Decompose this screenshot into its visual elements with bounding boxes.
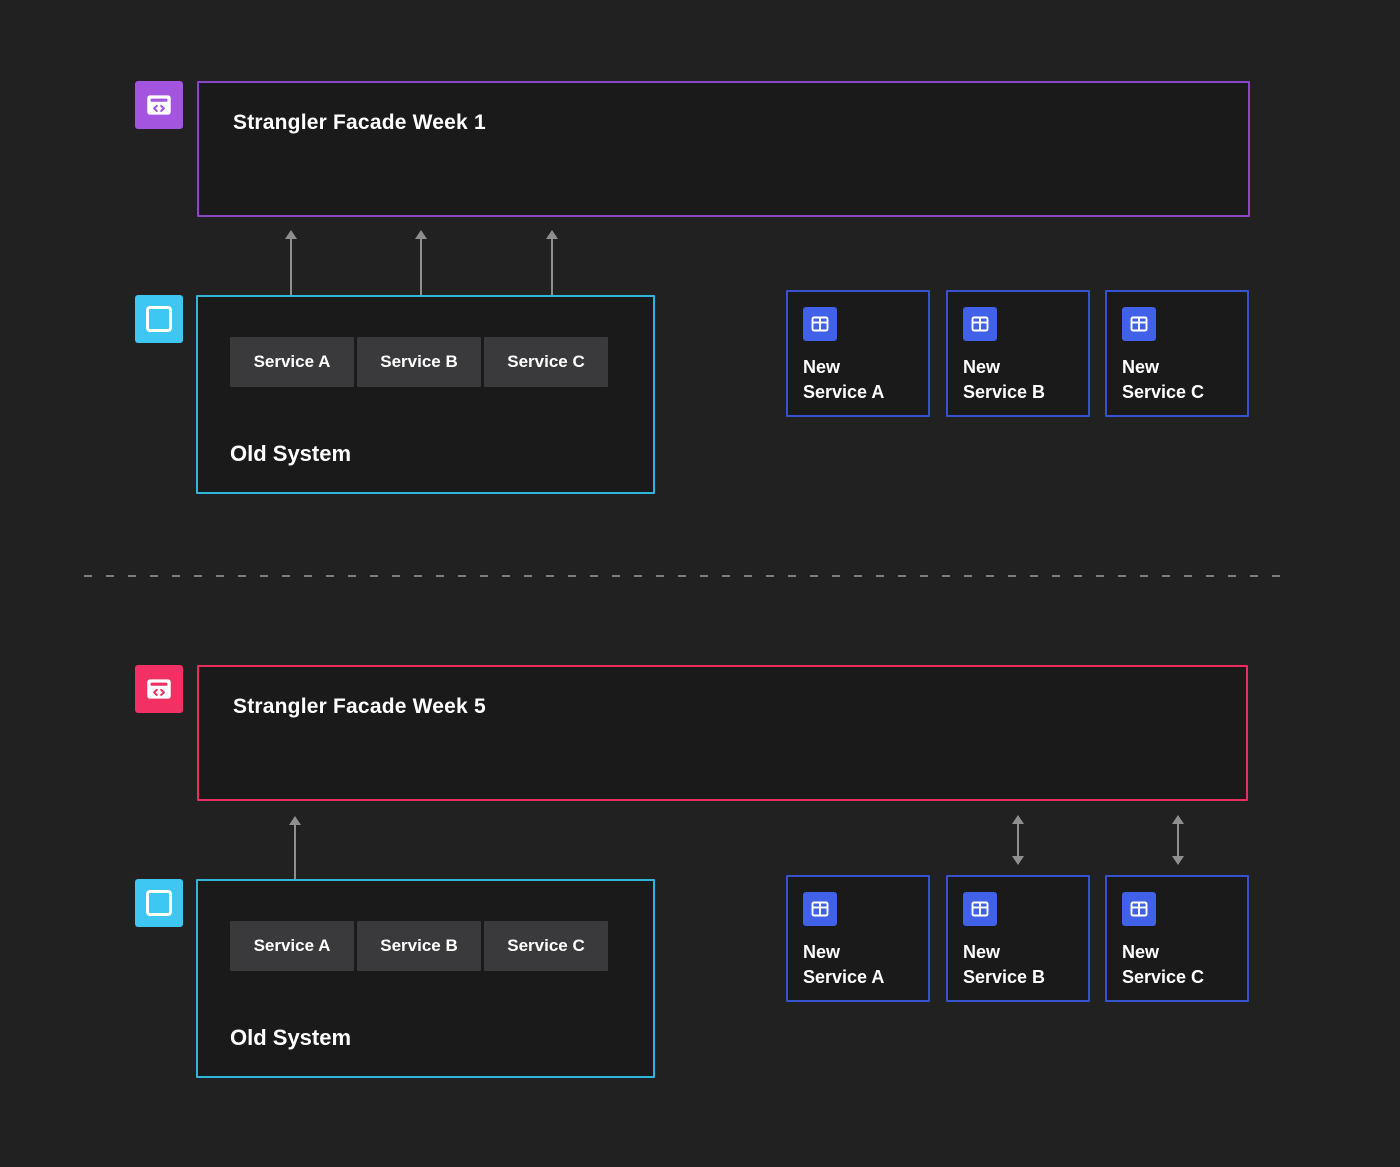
facade-box-week5: Strangler Facade Week 5 <box>197 665 1248 801</box>
new-service-label: New Service C <box>1122 357 1205 402</box>
bidirectional-arrow-new-service-c <box>1171 815 1185 865</box>
new-service-label: New Service A <box>803 942 885 987</box>
service-b-chip: Service B <box>357 921 481 971</box>
old-system-label: Old System <box>230 441 352 466</box>
grid-icon <box>803 892 837 926</box>
service-a-chip: Service A <box>230 337 354 387</box>
new-service-a-box-week5: New Service A <box>786 875 930 1002</box>
browser-code-icon <box>135 81 183 129</box>
bidirectional-arrow-new-service-b <box>1011 815 1025 865</box>
square-glyph <box>146 890 172 916</box>
new-service-b-box-week5: New Service B <box>946 875 1090 1002</box>
old-system-box-week1: Service A Service B Service C Old System <box>196 295 655 494</box>
browser-code-glyph <box>147 679 171 699</box>
service-c-chip: Service C <box>484 921 608 971</box>
service-a-chip: Service A <box>230 921 354 971</box>
facade-title-week5: Strangler Facade Week 5 <box>233 695 486 718</box>
new-service-label: New Service C <box>1122 942 1205 987</box>
service-row: Service A Service B Service C <box>230 921 608 971</box>
grid-icon <box>803 307 837 341</box>
square-icon <box>135 879 183 927</box>
new-service-label: New Service B <box>963 357 1046 402</box>
new-service-label: New Service B <box>963 942 1046 987</box>
section-divider <box>84 575 1292 577</box>
new-service-b-box-week1: New Service B <box>946 290 1090 417</box>
old-system-label: Old System <box>230 1025 352 1050</box>
browser-code-icon <box>135 665 183 713</box>
new-service-label: New Service A <box>803 357 885 402</box>
browser-code-glyph <box>147 95 171 115</box>
facade-box-week1: Strangler Facade Week 1 <box>197 81 1250 217</box>
facade-title-week1: Strangler Facade Week 1 <box>233 111 486 134</box>
service-c-chip: Service C <box>484 337 608 387</box>
new-service-c-box-week5: New Service C <box>1105 875 1249 1002</box>
grid-icon <box>963 307 997 341</box>
grid-icon <box>963 892 997 926</box>
service-row: Service A Service B Service C <box>230 337 608 387</box>
old-system-box-week5: Service A Service B Service C Old System <box>196 879 655 1078</box>
square-icon <box>135 295 183 343</box>
square-glyph <box>146 306 172 332</box>
grid-icon <box>1122 892 1156 926</box>
new-service-c-box-week1: New Service C <box>1105 290 1249 417</box>
service-b-chip: Service B <box>357 337 481 387</box>
grid-icon <box>1122 307 1156 341</box>
new-service-a-box-week1: New Service A <box>786 290 930 417</box>
